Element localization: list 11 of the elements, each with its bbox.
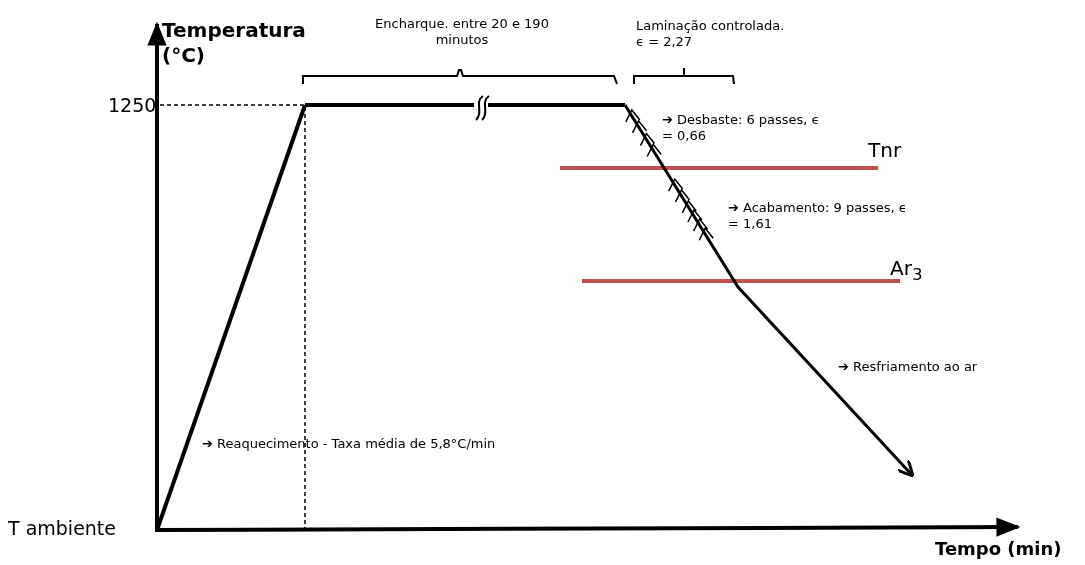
axis-tick-label: 1250 (108, 94, 158, 118)
line-label: Tnr (868, 138, 903, 163)
annotation-text: ➔ Resfriamento ao ar (838, 359, 979, 376)
annotation-text: ➔ Acabamento: 9 passes, ϵ = 1,61 (728, 200, 908, 233)
axis-tick-label: T ambiente (8, 517, 117, 541)
phase-label: Laminação controlada. ϵ = 2,27 (636, 18, 786, 51)
axis-title: Tempo (min) (935, 538, 1063, 561)
annotation-text: ➔ Reaquecimento - Taxa média de 5,8°C/min (202, 436, 497, 453)
annotation-text: ➔ Desbaste: 6 passes, ϵ = 0,66 (662, 112, 821, 145)
phase-label: Encharque. entre 20 e 190 minutos (374, 16, 550, 49)
line-label: Ar$_{3}$ (890, 256, 924, 286)
